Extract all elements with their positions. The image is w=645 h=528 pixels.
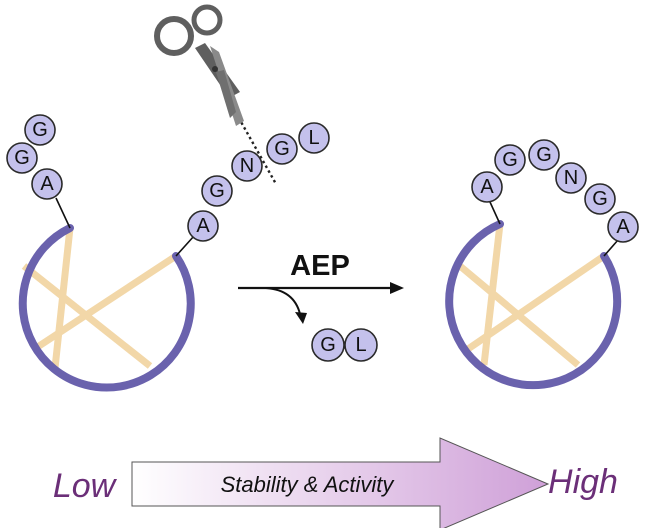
residue-bead: G (6, 142, 38, 174)
gradient-arrow (131, 437, 550, 528)
scale-arrow-label: Stability & Activity (221, 472, 396, 497)
residue-bead: G (311, 328, 345, 362)
svg-text:A: A (40, 173, 54, 195)
svg-text:A: A (616, 216, 630, 238)
residue-bead: G (24, 114, 56, 146)
svg-text:G: G (209, 180, 225, 202)
residue-bead: G (201, 175, 233, 207)
residue-bead: G (266, 133, 298, 165)
svg-text:A: A (480, 176, 494, 198)
linear-peptide: G G A A G N G L (6, 112, 330, 392)
left-backbone-ring (18, 224, 195, 392)
residue-bead: G (528, 139, 560, 171)
residue-bead: A (187, 210, 219, 242)
residue-bead: L (298, 122, 330, 154)
residue-bead: N (555, 162, 587, 194)
residue-bead: N (231, 150, 263, 182)
cyclic-peptide: A G G N G A (445, 139, 639, 390)
right-c-linker (603, 239, 619, 257)
svg-text:L: L (355, 334, 366, 356)
svg-text:G: G (274, 138, 290, 160)
reaction-arrow (238, 282, 404, 324)
right-scaffold-struts (457, 223, 606, 368)
cleavage-site-line (234, 112, 278, 185)
svg-text:G: G (536, 144, 552, 166)
svg-text:N: N (564, 167, 578, 189)
stability-activity-scale: Low High Stability & Activity (53, 437, 618, 528)
low-label: Low (53, 467, 118, 505)
left-scaffold-struts (21, 227, 178, 369)
right-backbone-ring (445, 220, 622, 390)
residue-bead: A (471, 171, 503, 203)
scissors-icon (154, 4, 244, 126)
residue-bead: A (607, 211, 639, 243)
residue-bead: G (584, 183, 616, 215)
residue-bead: L (344, 328, 378, 362)
svg-text:G: G (14, 147, 30, 169)
left-n-linker (55, 197, 71, 229)
svg-text:G: G (502, 149, 518, 171)
enzyme-label: AEP (290, 250, 350, 282)
svg-text:G: G (32, 119, 48, 141)
svg-text:A: A (196, 215, 210, 237)
left-c-linker (175, 235, 195, 257)
svg-text:N: N (240, 155, 254, 177)
residue-bead: G (494, 144, 526, 176)
cleaved-fragment: G L (311, 328, 378, 362)
right-n-linker (489, 201, 501, 225)
svg-text:L: L (308, 127, 319, 149)
svg-text:G: G (592, 188, 608, 210)
svg-text:G: G (320, 334, 336, 356)
residue-bead: A (31, 168, 63, 200)
high-label: High (548, 463, 618, 501)
